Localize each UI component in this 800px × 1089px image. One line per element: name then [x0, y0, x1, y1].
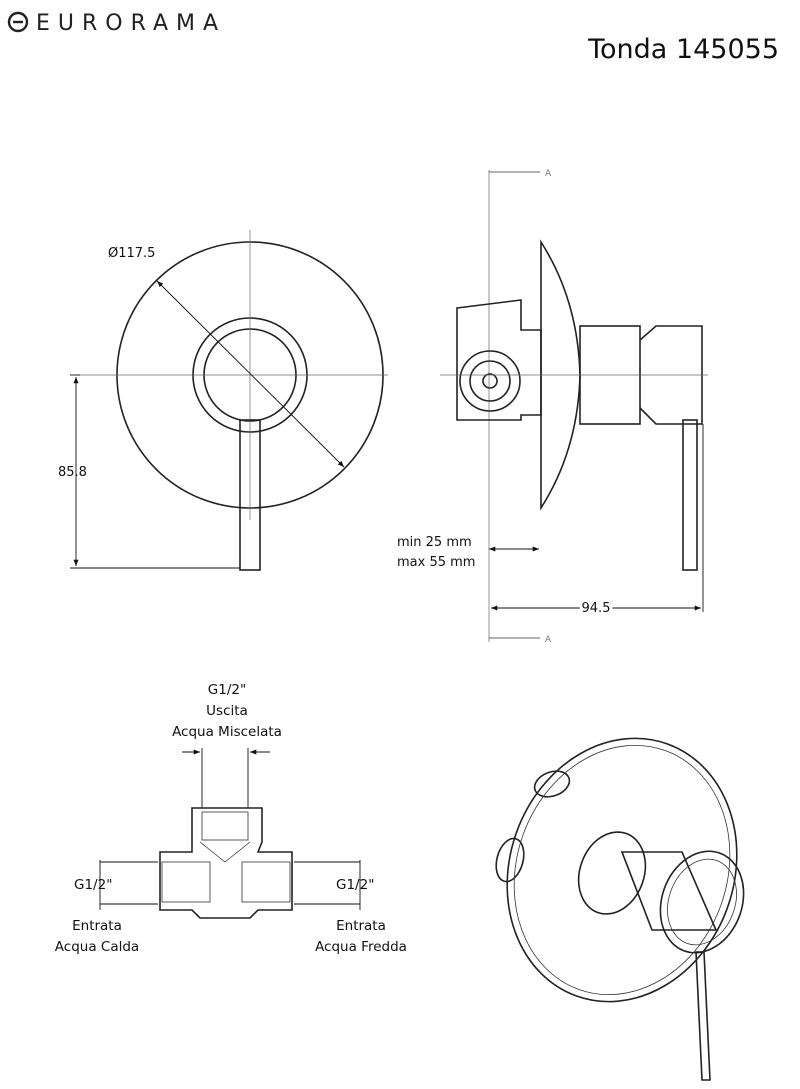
product-title: Tonda 145055 [587, 34, 779, 65]
outlet-label-line2: Acqua Miscelata [172, 724, 282, 740]
iso-handle-cap [659, 850, 745, 954]
valve-outlet-inner [469, 360, 511, 402]
outlet-thread-label: G1/2" [208, 682, 246, 698]
outlet-flow-2 [224, 841, 251, 863]
hot-inlet-thread [161, 861, 211, 903]
valve-outlet-outer [459, 350, 521, 412]
outlet-thread [201, 811, 249, 841]
front-view: Ø117.5 85.8 [58, 230, 388, 571]
connections-view: G1/2" Uscita Acqua Miscelata G1/2" Entra… [55, 682, 407, 955]
valve-manifold [159, 807, 293, 919]
brand-logo: EURORAMA [7, 11, 226, 36]
cold-thread-label: G1/2" [336, 877, 374, 893]
valve-body [456, 299, 542, 421]
section-label-top: A [545, 169, 552, 179]
side-view: A A min 25 mm max 55 mm 94.5 [397, 169, 708, 645]
hot-label-line1: Entrata [72, 918, 122, 934]
section-label-bottom: A [545, 635, 552, 645]
diameter-dimension-line [156, 280, 345, 468]
iso-handle-cap-inner [667, 858, 737, 946]
iso-inlet-ring [495, 837, 525, 883]
cold-label-line1: Entrata [336, 918, 386, 934]
cold-label-line2: Acqua Fredda [315, 939, 407, 955]
iso-outlet-ring [533, 770, 571, 798]
iso-base-ring [577, 831, 647, 915]
isometric-view [495, 737, 745, 1081]
height-label: 85.8 [58, 465, 87, 480]
iso-escutcheon-outer [506, 737, 738, 1003]
depth-label: 94.5 [582, 601, 611, 616]
brand-name: EURORAMA [36, 11, 226, 36]
hot-thread-label: G1/2" [74, 877, 112, 893]
eurorama-e-logo-icon [7, 11, 29, 33]
side-lever [682, 419, 698, 571]
diameter-label: Ø117.5 [108, 246, 155, 261]
wall-min-label: min 25 mm [397, 535, 472, 550]
hot-label-line2: Acqua Calda [55, 939, 139, 955]
outlet-flow [199, 841, 226, 863]
valve-outlet-core [482, 373, 498, 389]
outlet-label-line1: Uscita [206, 703, 248, 719]
iso-handle-body [620, 851, 718, 931]
wall-max-label: max 55 mm [397, 555, 475, 570]
iso-lever [695, 951, 711, 1081]
iso-escutcheon-inner [513, 744, 731, 996]
cold-inlet-thread [241, 861, 291, 903]
